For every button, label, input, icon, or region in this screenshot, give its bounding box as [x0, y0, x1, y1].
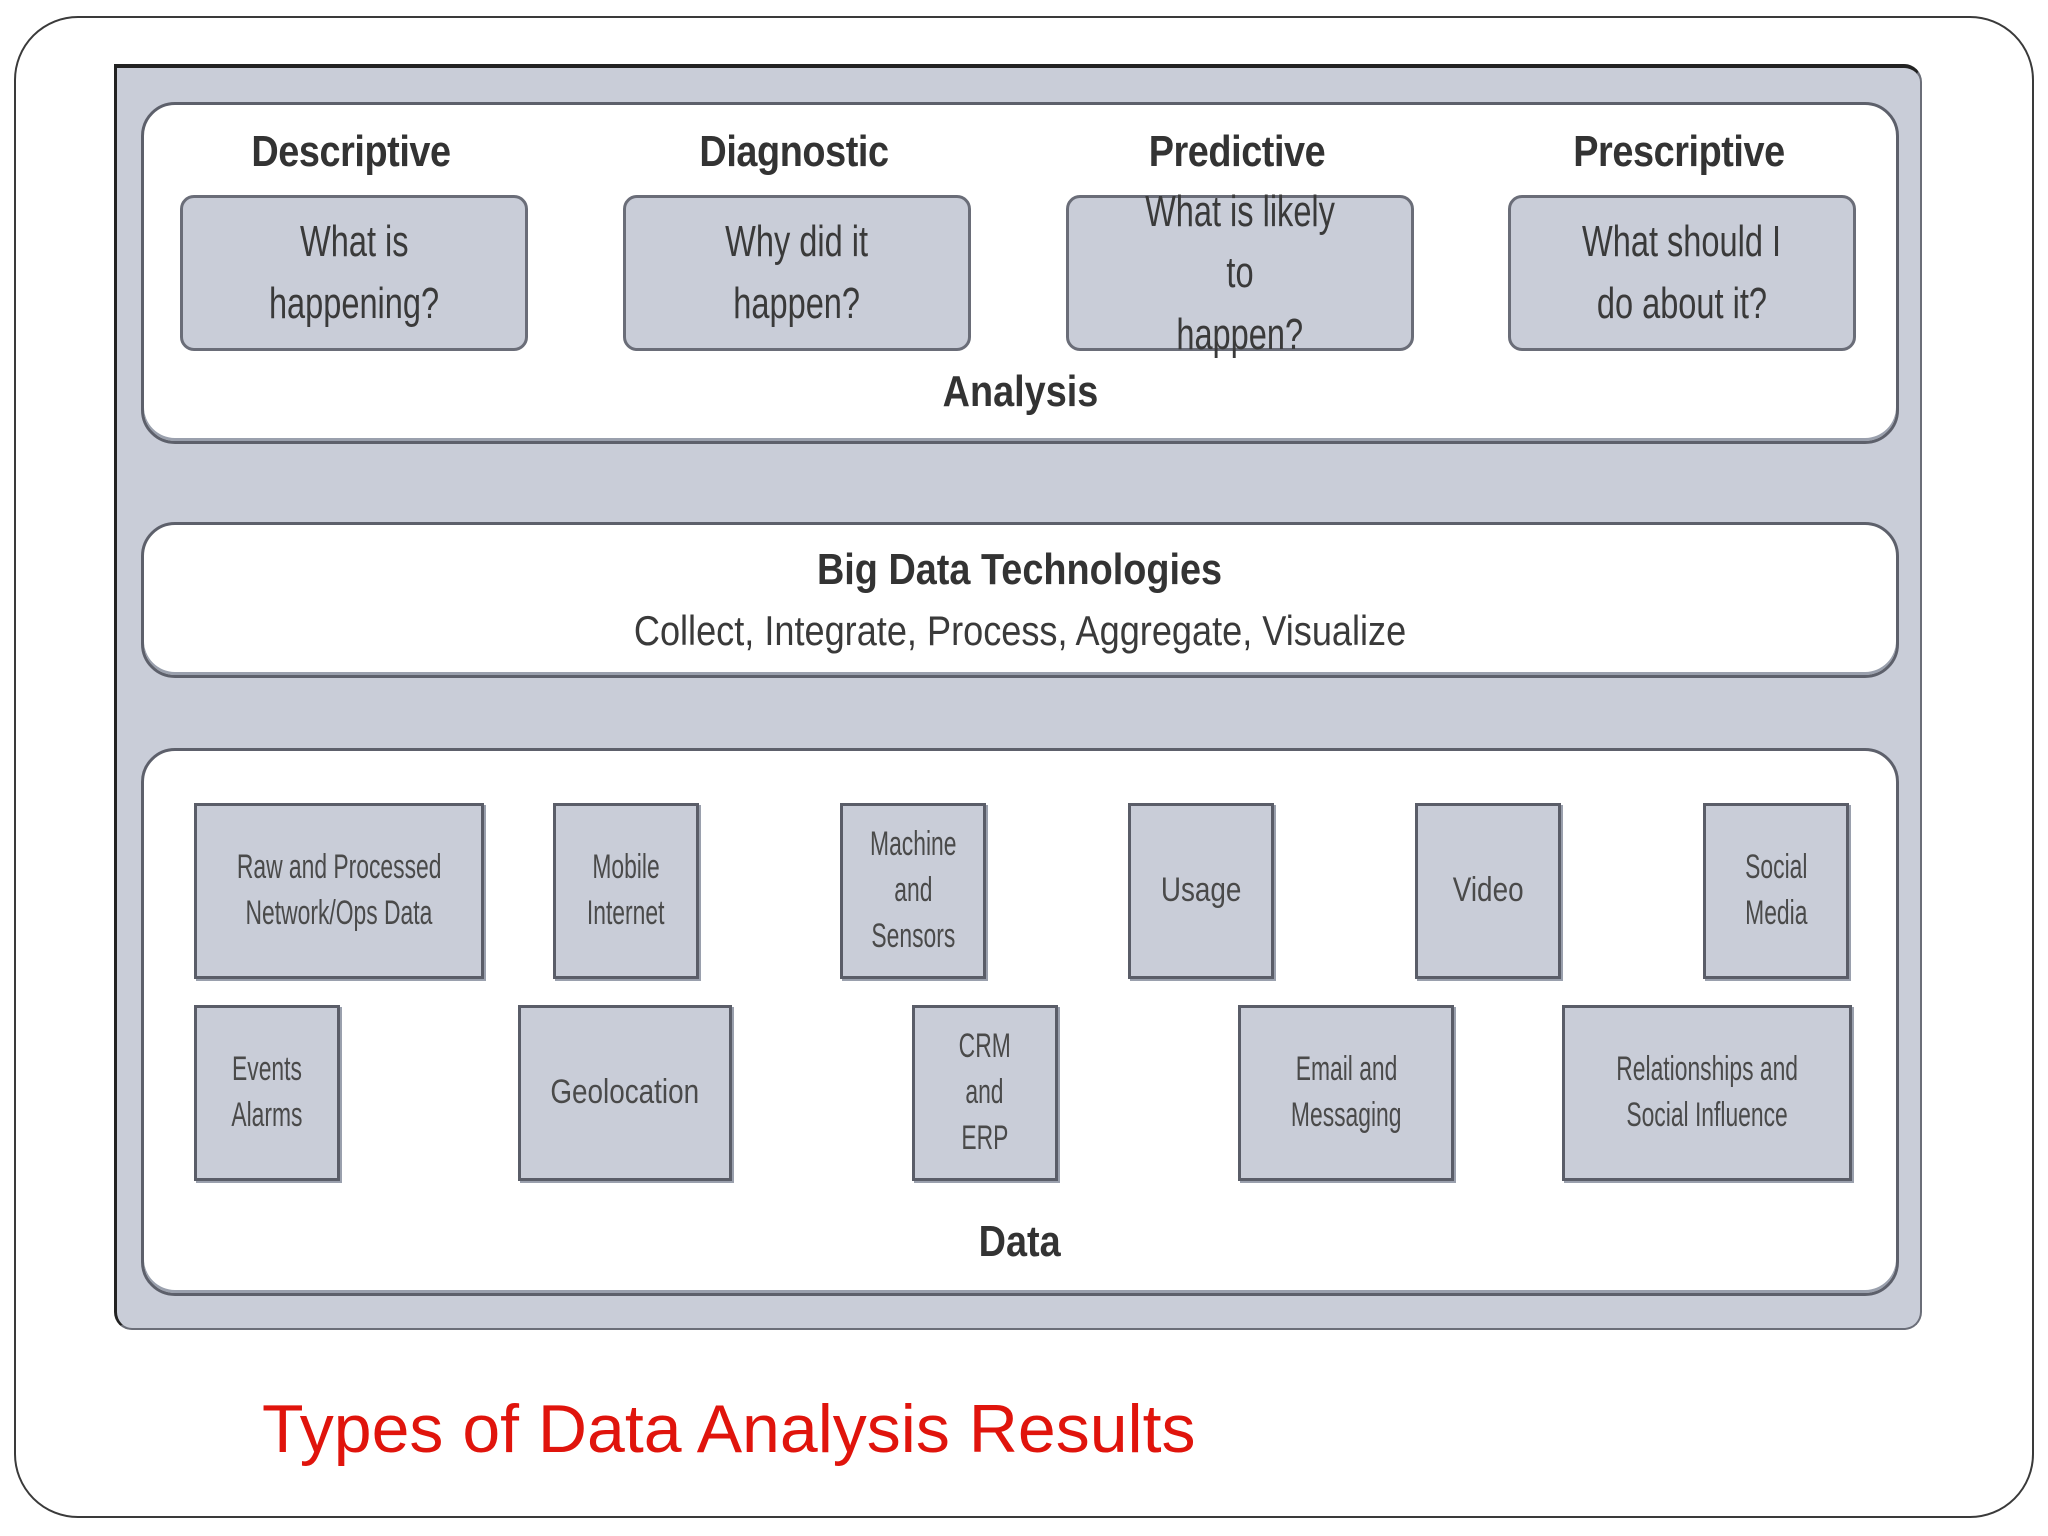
diagnostic-question-line2: happen?	[733, 279, 861, 328]
prescriptive-heading: Prescriptive	[1573, 127, 1785, 176]
technologies-subtitle: Collect, Integrate, Process, Aggregate, …	[633, 607, 1407, 654]
technologies-panel: Big Data Technologies Collect, Integrate…	[141, 522, 1899, 678]
prescriptive-question-box: What should I do about it?	[1508, 195, 1856, 351]
data-source-box: Geolocation	[518, 1005, 732, 1181]
technologies-title: Big Data Technologies	[817, 545, 1223, 594]
diagnostic-question-box: Why did it happen?	[623, 195, 971, 351]
descriptive-question-box: What is happening?	[180, 195, 528, 351]
diagnostic-question-line1: Why did it	[725, 217, 869, 267]
descriptive-heading: Descriptive	[251, 127, 451, 176]
prescriptive-question-line2: do about it?	[1596, 279, 1768, 328]
data-source-box: Usage	[1128, 803, 1274, 979]
analysis-label: Analysis	[942, 367, 1098, 416]
prescriptive-question-line1: What should I	[1582, 217, 1782, 267]
predictive-question-line1: What is likely to	[1145, 186, 1335, 298]
predictive-heading: Predictive	[1148, 127, 1326, 176]
slide-caption: Types of Data Analysis Results	[262, 1391, 1196, 1467]
predictive-question-box: What is likely to happen?	[1066, 187, 1414, 359]
diagnostic-heading: Diagnostic	[699, 127, 889, 176]
descriptive-question-line1: What is	[299, 217, 409, 267]
predictive-question-line2: happen?	[1176, 309, 1304, 359]
descriptive-question-line2: happening?	[268, 279, 440, 328]
diagram-figure: Descriptive Diagnostic Predictive Prescr…	[114, 64, 1922, 1330]
data-label: Data	[978, 1217, 1062, 1266]
data-source-box: Video	[1415, 803, 1561, 979]
analysis-panel: Descriptive Diagnostic Predictive Prescr…	[141, 102, 1899, 444]
